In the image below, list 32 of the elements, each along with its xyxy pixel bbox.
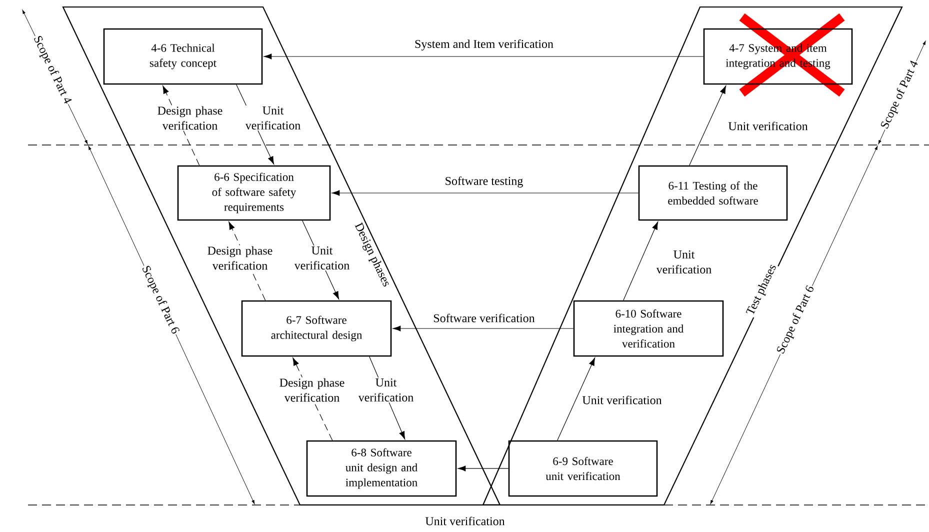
process-box: 6-8 Software unit design and implementation xyxy=(306,440,457,497)
edge-label: Software testing xyxy=(444,175,524,188)
edge-label: Unit verification xyxy=(241,105,305,131)
process-box: 6-11 Testing of the embedded software xyxy=(638,165,788,221)
arrow xyxy=(264,54,704,60)
edge-label: Unit verification xyxy=(652,249,716,275)
process-box: 6-7 Software architectural design xyxy=(241,300,392,357)
edge-label: Design phase verification xyxy=(149,105,231,131)
edge-label: Design phase verification xyxy=(271,377,353,403)
scope-label: Scope of Part 4 xyxy=(30,33,74,107)
phase-label: Test phases xyxy=(744,262,780,318)
process-box: 4-6 Technical safety concept xyxy=(103,28,263,85)
process-box: 6-10 Software integration and verification xyxy=(573,300,724,357)
edge-label: Software verification xyxy=(432,312,536,324)
scope-label: Scope of Part 6 xyxy=(774,282,818,358)
edge-label: Unit verification xyxy=(727,120,809,132)
scope-label: Scope of Part 6 xyxy=(138,262,182,338)
scope-label: Scope of Part 4 xyxy=(878,58,922,132)
arrow xyxy=(458,466,509,472)
arrow xyxy=(557,358,596,441)
edge-label: Design phase verification xyxy=(199,245,281,271)
footer-label: Unit verification xyxy=(424,516,506,526)
process-box: 6-6 Specification of software safety requirements xyxy=(177,165,331,221)
arrow xyxy=(623,222,658,301)
arrow xyxy=(689,86,726,166)
process-box: 6-9 Software unit verification xyxy=(508,440,658,497)
edge-label: System and Item verification xyxy=(414,38,554,52)
edge-label: Unit verification xyxy=(354,377,418,403)
arrow xyxy=(332,190,639,196)
edge-label: Unit verification xyxy=(581,394,663,406)
edge-label: Unit verification xyxy=(290,245,354,271)
arrow xyxy=(392,326,574,332)
